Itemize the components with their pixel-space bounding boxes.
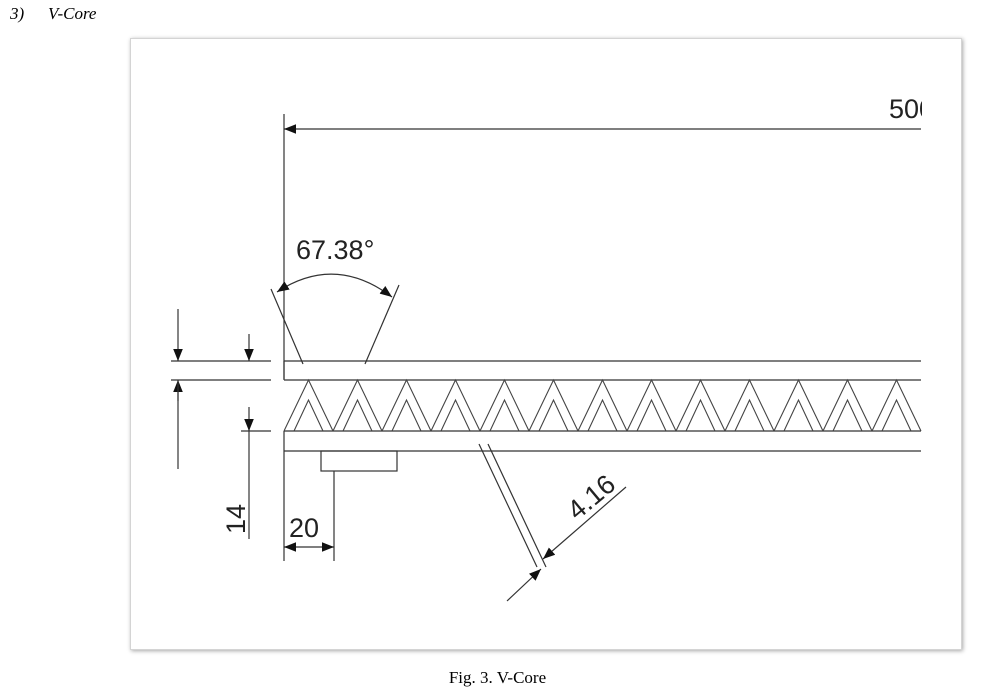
core-cell-inner	[734, 398, 765, 432]
core-cell-outer	[577, 378, 628, 432]
core-cell-outer	[675, 378, 726, 432]
core-cell-outer	[871, 378, 922, 432]
angle-arc	[276, 273, 393, 298]
core-cell-outer	[381, 378, 432, 432]
drawing-frame: 500 67.38° 14 20 4.16	[130, 38, 962, 650]
member-arrow-a	[506, 568, 542, 602]
section-title: V-Core	[48, 4, 97, 23]
core-cell-inner	[293, 398, 324, 432]
core-cell-inner	[832, 398, 863, 432]
member-extension-a	[478, 443, 538, 568]
angle-line-left	[270, 288, 304, 365]
core-cell-outer	[430, 378, 481, 432]
core-cell-inner	[489, 398, 520, 432]
core-cell-inner	[783, 398, 814, 432]
core-cell-inner	[391, 398, 422, 432]
thickness-dimension-label: 14	[221, 504, 251, 534]
core-cell-inner	[587, 398, 618, 432]
core-cell-outer	[626, 378, 677, 432]
core-cell-outer	[822, 378, 873, 432]
width-dimension-label: 20	[289, 513, 319, 543]
core-cell-inner	[881, 398, 912, 432]
figure-caption: Fig. 3. V-Core	[448, 668, 547, 687]
v-core-corrugation	[283, 378, 922, 432]
angle-dimension-label: 67.38°	[296, 235, 374, 265]
core-cell-inner	[342, 398, 373, 432]
core-cell-outer	[528, 378, 579, 432]
support-block	[320, 450, 398, 472]
core-cell-inner	[538, 398, 569, 432]
section-heading: 3) V-Core	[10, 4, 96, 24]
core-cell-inner	[685, 398, 716, 432]
core-cell-inner	[636, 398, 667, 432]
core-cell-outer	[332, 378, 383, 432]
member-extension-b	[487, 443, 547, 568]
core-cell-outer	[283, 378, 334, 432]
core-cell-outer	[773, 378, 824, 432]
section-number: 3)	[10, 4, 25, 23]
angle-line-right	[364, 284, 400, 365]
core-cell-inner	[440, 398, 471, 432]
core-cell-outer	[724, 378, 775, 432]
member-arrow-b	[542, 486, 627, 560]
core-cell-outer	[479, 378, 530, 432]
v-core-drawing: 500 67.38° 14 20 4.16	[171, 39, 961, 649]
